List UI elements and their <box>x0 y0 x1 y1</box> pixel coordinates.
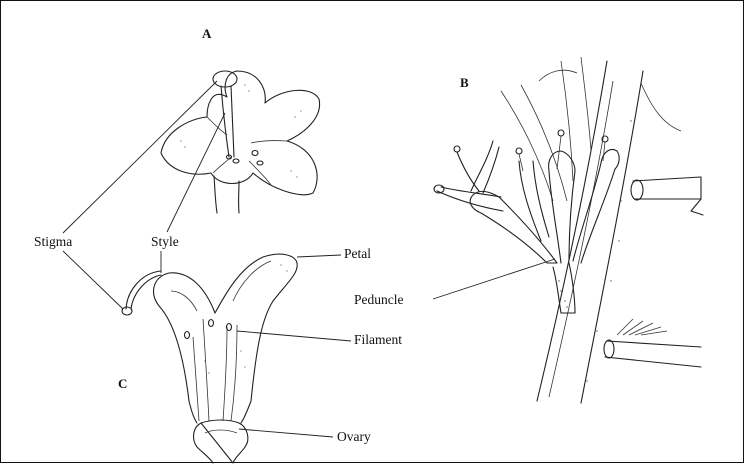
flower-c-ovary <box>194 420 248 463</box>
inflorescence-on-stem <box>434 57 703 403</box>
label-ovary: Ovary <box>337 429 371 444</box>
panel-label-c: C <box>118 376 127 391</box>
leader-peduncle <box>433 259 555 299</box>
leader-petal <box>297 255 341 257</box>
side-branch <box>633 177 701 181</box>
flower-front-view <box>161 71 320 213</box>
label-style: Style <box>151 234 179 249</box>
flower-a-style <box>221 86 229 157</box>
leader-ovary <box>239 429 333 437</box>
leader-stigma-c <box>63 251 123 309</box>
leader-filament <box>237 331 351 341</box>
peduncle <box>553 267 561 313</box>
flower-c-filament <box>203 319 209 421</box>
label-petal: Petal <box>344 246 371 261</box>
label-stigma: Stigma <box>34 234 72 249</box>
lower-branch <box>607 341 701 347</box>
panel-label-a: A <box>202 26 212 41</box>
leader-style-a <box>167 113 225 232</box>
small-buds <box>617 319 667 335</box>
leader-stigma-a <box>63 81 217 233</box>
flower-a-petals <box>161 71 320 195</box>
panel-label-b: B <box>460 75 469 90</box>
label-filament: Filament <box>354 332 402 347</box>
flower-c-stigma <box>122 307 132 315</box>
flower-a-stalk <box>214 176 217 213</box>
flower-cluster <box>470 191 557 263</box>
label-peduncle: Peduncle <box>354 292 404 307</box>
